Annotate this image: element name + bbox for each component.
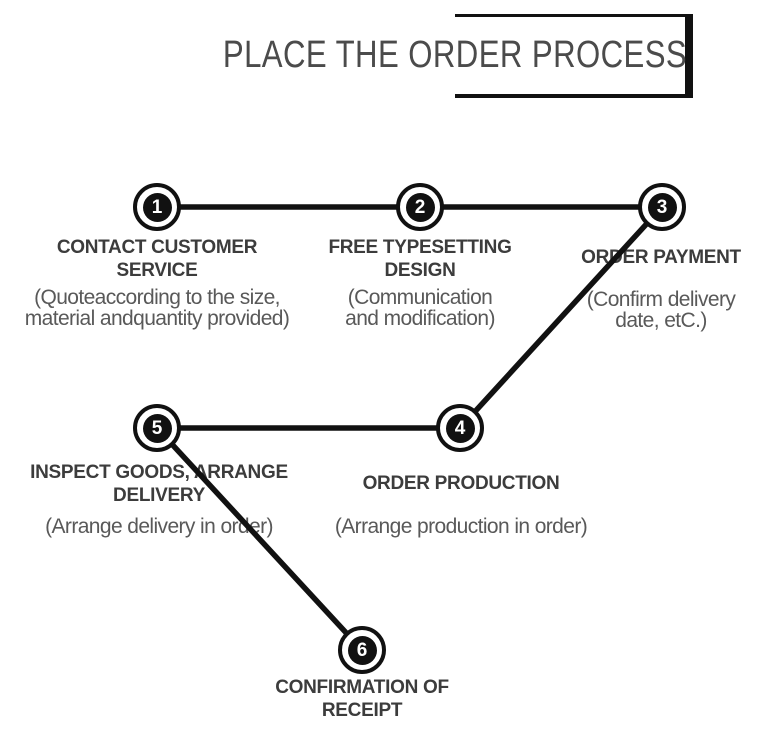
step-5-number: 5 (142, 413, 172, 443)
step-title-line: DESIGN (384, 260, 456, 281)
step-2-badge: 2 (396, 183, 444, 231)
step-title-line: CONTACT CUSTOMER (56, 237, 258, 258)
step-5-badge: 5 (133, 404, 181, 452)
step-title-line: CONFIRMATION OF (275, 677, 449, 698)
step-4-note: (Arrange production in order) (321, 516, 601, 537)
step-title-line: RECEIPT (321, 700, 403, 721)
step-1-number: 1 (142, 192, 172, 222)
step-1-note: (Quoteaccording to the size, material an… (12, 287, 302, 329)
step-note-line: (Arrange production in order) (334, 515, 588, 538)
step-4-title: ORDER PRODUCTION (321, 472, 601, 495)
step-title-line: INSPECT GOODS, ARRANGE (30, 462, 288, 483)
step-note-line: (Quoteaccording to the size, (34, 286, 280, 309)
step-3-number: 3 (647, 192, 677, 222)
title-frame-decoration (455, 14, 693, 98)
step-4-badge: 4 (436, 404, 484, 452)
step-1-badge: 1 (133, 183, 181, 231)
step-note-line: (Communication (347, 286, 493, 309)
page-title: PLACE THE ORDER PROCESS (222, 34, 688, 76)
step-4-number: 4 (445, 413, 475, 443)
step-note-line: material andquantity provided) (24, 307, 290, 330)
step-1-title: CONTACT CUSTOMER SERVICE (12, 236, 302, 282)
step-title-line: ORDER PRODUCTION (362, 473, 560, 494)
step-title-line: ORDER PAYMENT (581, 247, 741, 268)
step-title-line: FREE TYPESETTING (328, 237, 512, 258)
step-6-badge: 6 (338, 626, 386, 674)
step-3-badge: 3 (638, 183, 686, 231)
step-3-title: ORDER PAYMENT (552, 246, 769, 269)
step-note-line: and modification) (345, 307, 495, 330)
step-2-note: (Communication and modification) (295, 287, 545, 329)
step-title-line: DELIVERY (113, 485, 205, 506)
step-5-title: INSPECT GOODS, ARRANGE DELIVERY (9, 461, 309, 507)
step-5-note: (Arrange delivery in order) (9, 516, 309, 537)
step-6-title: CONFIRMATION OF RECEIPT (242, 676, 482, 722)
step-2-number: 2 (405, 192, 435, 222)
step-6-number: 6 (347, 635, 377, 665)
step-note-line: (Confirm delivery (586, 288, 736, 311)
step-note-line: date, etC.) (615, 309, 707, 332)
step-3-note: (Confirm delivery date, etC.) (552, 289, 769, 331)
step-note-line: (Arrange delivery in order) (45, 515, 273, 538)
step-title-line: SERVICE (116, 260, 198, 281)
step-2-title: FREE TYPESETTING DESIGN (295, 236, 545, 282)
